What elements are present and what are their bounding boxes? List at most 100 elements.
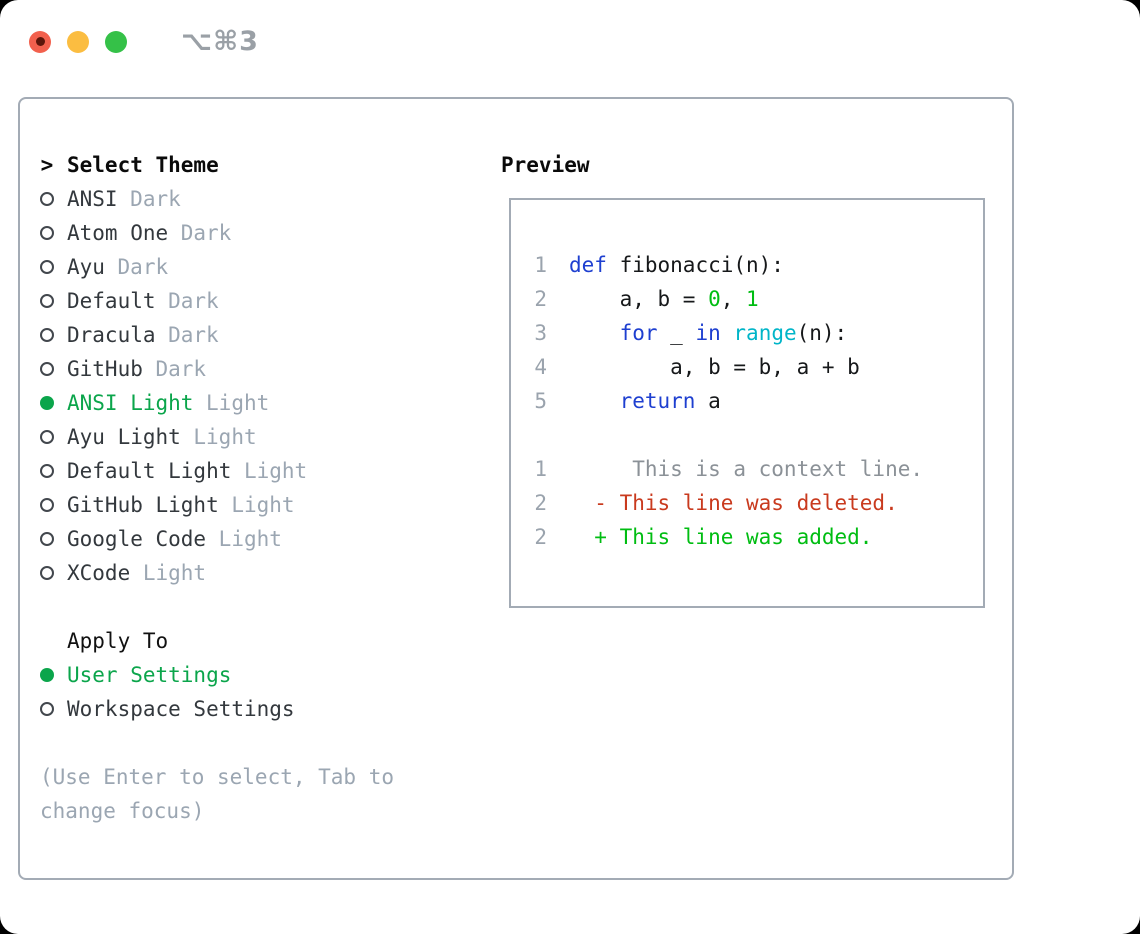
theme-name: Default — [67, 289, 156, 313]
code-token: a — [695, 389, 721, 413]
code-token: a, b = b, a + b — [569, 355, 860, 379]
theme-option[interactable]: GitHub Light Light — [40, 488, 501, 522]
line-number: 1 — [534, 253, 547, 277]
code-text: a, b = 0, 1 — [569, 282, 759, 316]
radio-icon[interactable] — [40, 328, 54, 342]
theme-variant: Dark — [117, 255, 169, 279]
code-line: 3 for _ in range(n): — [533, 316, 983, 350]
code-text: def fibonacci(n): — [569, 248, 784, 282]
theme-name: Ayu Light — [67, 425, 181, 449]
code-token: def — [569, 253, 607, 277]
code-token: This is a context line. — [569, 457, 924, 481]
line-number: 2 — [534, 287, 547, 311]
close-dot-icon — [35, 37, 45, 46]
radio-icon[interactable] — [40, 498, 54, 512]
theme-variant: Light — [218, 527, 282, 551]
line-number: 1 — [534, 457, 547, 481]
apply-to-label: User Settings — [67, 663, 232, 687]
apply-to-label: Workspace Settings — [67, 697, 295, 721]
theme-name: ANSI Light — [67, 391, 194, 415]
code-line — [533, 418, 983, 452]
code-text: a, b = b, a + b — [569, 350, 860, 384]
radio-selected-icon[interactable] — [40, 396, 54, 410]
window-titlebar: ⌥⌘3 — [29, 26, 259, 57]
line-number — [533, 418, 547, 452]
radio-icon[interactable] — [40, 532, 54, 546]
maximize-button[interactable] — [105, 30, 127, 53]
theme-variant: Dark — [168, 289, 219, 313]
code-line: 5 return a — [533, 384, 983, 418]
theme-option[interactable]: GitHub Dark — [40, 352, 501, 386]
code-token: , — [720, 287, 747, 311]
code-text: This is a context line. — [569, 452, 923, 486]
theme-name: GitHub — [67, 357, 143, 381]
code-line: 4 a, b = b, a + b — [533, 350, 983, 384]
window-title-shortcut: ⌥⌘3 — [181, 26, 259, 57]
code-token: - This line was deleted. — [569, 491, 898, 515]
radio-icon[interactable] — [40, 362, 54, 376]
minimize-button[interactable] — [67, 30, 89, 53]
apply-to-option[interactable]: Workspace Settings — [40, 692, 501, 726]
line-number: 4 — [534, 355, 547, 379]
code-token — [569, 389, 620, 413]
radio-icon[interactable] — [40, 226, 54, 240]
radio-icon[interactable] — [40, 464, 54, 478]
code-token — [721, 321, 734, 345]
theme-name: ANSI — [67, 187, 118, 211]
code-text: + This line was added. — [569, 520, 872, 554]
theme-name: Default Light — [67, 459, 232, 483]
theme-variant: Dark — [180, 221, 232, 245]
theme-variant: Dark — [155, 357, 207, 381]
theme-name: GitHub Light — [67, 493, 219, 517]
line-number: 2 — [534, 491, 547, 515]
close-button[interactable] — [29, 30, 51, 53]
line-number: 2 — [534, 525, 547, 549]
radio-selected-icon[interactable] — [40, 668, 54, 682]
radio-icon[interactable] — [40, 566, 54, 580]
code-text: - This line was deleted. — [569, 486, 898, 520]
theme-variant: Dark — [168, 323, 219, 347]
select-theme-header: > Select Theme — [40, 148, 501, 182]
theme-variant: Light — [193, 425, 257, 449]
code-token: 1 — [746, 287, 759, 311]
code-line: 1 This is a context line. — [533, 452, 983, 486]
theme-name: Atom One — [67, 221, 169, 245]
code-token: (n): — [796, 321, 848, 345]
code-token: + This line was added. — [569, 525, 873, 549]
radio-icon[interactable] — [40, 430, 54, 444]
preview-title: Preview — [501, 153, 590, 177]
theme-variant: Dark — [130, 187, 181, 211]
radio-icon[interactable] — [40, 260, 54, 274]
line-number: 3 — [534, 321, 547, 345]
code-line: 2 + This line was added. — [533, 520, 983, 554]
theme-variant: Light — [142, 561, 207, 585]
theme-option[interactable]: Ayu Light Light — [40, 420, 501, 454]
radio-icon[interactable] — [40, 702, 54, 716]
code-token: 0 — [708, 287, 721, 311]
theme-option[interactable]: Ayu Dark — [40, 250, 501, 284]
code-text: for _ in range(n): — [569, 316, 848, 350]
code-text: return a — [569, 384, 721, 418]
theme-variant: Light — [231, 493, 295, 517]
line-number: 5 — [534, 389, 547, 413]
theme-option[interactable]: Atom One Dark — [40, 216, 501, 250]
code-token: in — [695, 321, 721, 345]
theme-option[interactable]: Default Dark — [40, 284, 501, 318]
apply-to-option[interactable]: User Settings — [40, 658, 501, 692]
radio-icon[interactable] — [40, 192, 54, 206]
spacer — [40, 590, 501, 624]
theme-name: Ayu — [67, 255, 105, 279]
radio-icon[interactable] — [40, 294, 54, 308]
select-theme-title: Select Theme — [67, 153, 219, 177]
theme-option[interactable]: ANSI Dark — [40, 182, 501, 216]
